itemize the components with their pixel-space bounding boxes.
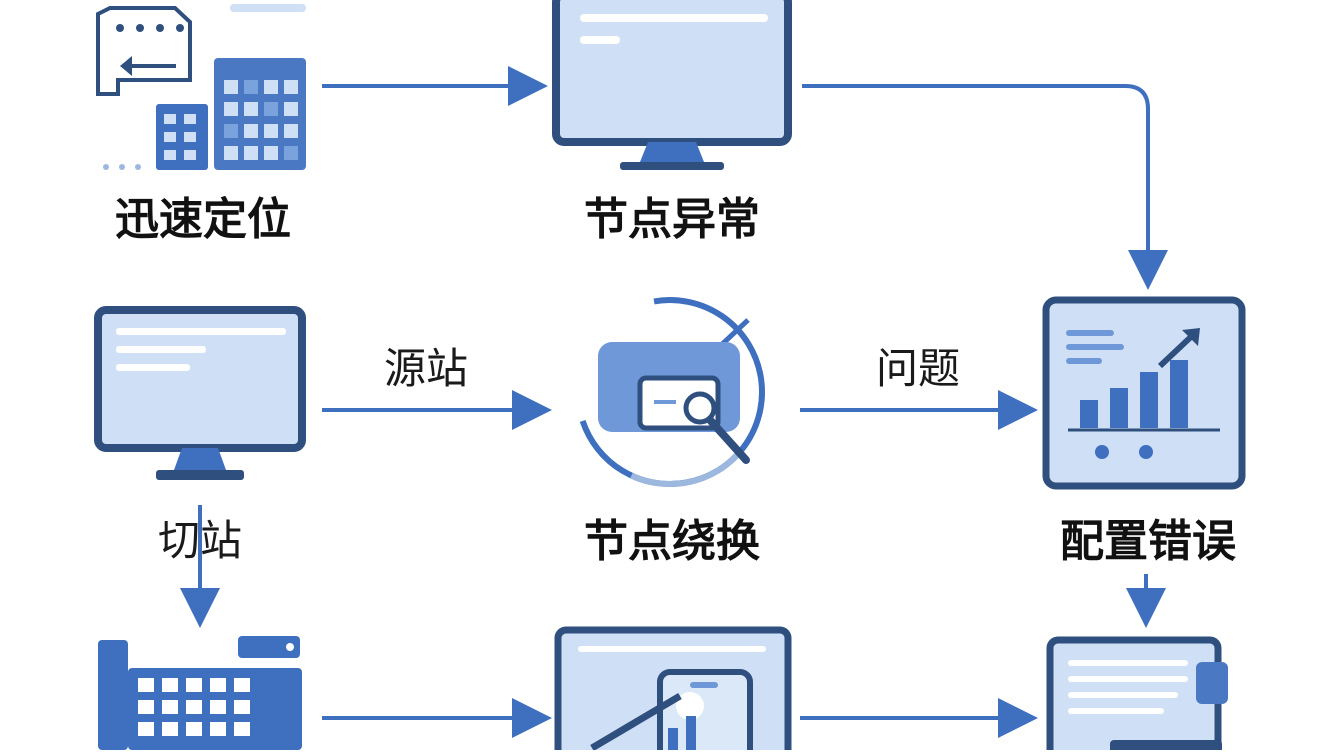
node-label-config-error: 配置错误: [1060, 516, 1236, 567]
analytics-monitor-icon: [554, 626, 792, 754]
chart-panel-icon: [1042, 296, 1246, 490]
edge-label-switch-station: 切站: [157, 516, 243, 565]
building-chat-icon: [96, 4, 306, 170]
card-search-icon: [575, 297, 765, 487]
edge-node-fault-to-config-error: [802, 84, 1168, 290]
monitor-icon-source: [94, 306, 306, 480]
node-label-locate: 迅速定位: [115, 194, 291, 245]
edges: [180, 66, 1168, 738]
edge-label-source-station: 源站: [383, 344, 469, 393]
monitor-icon: [552, 0, 792, 170]
node-label-node-fault: 节点异常: [584, 194, 760, 245]
edge-label-problem: 问题: [875, 344, 961, 393]
document-panel-icon: [1046, 636, 1228, 754]
node-label-node-swap: 节点绕换: [584, 516, 760, 567]
grid-building-icon: [98, 636, 302, 750]
